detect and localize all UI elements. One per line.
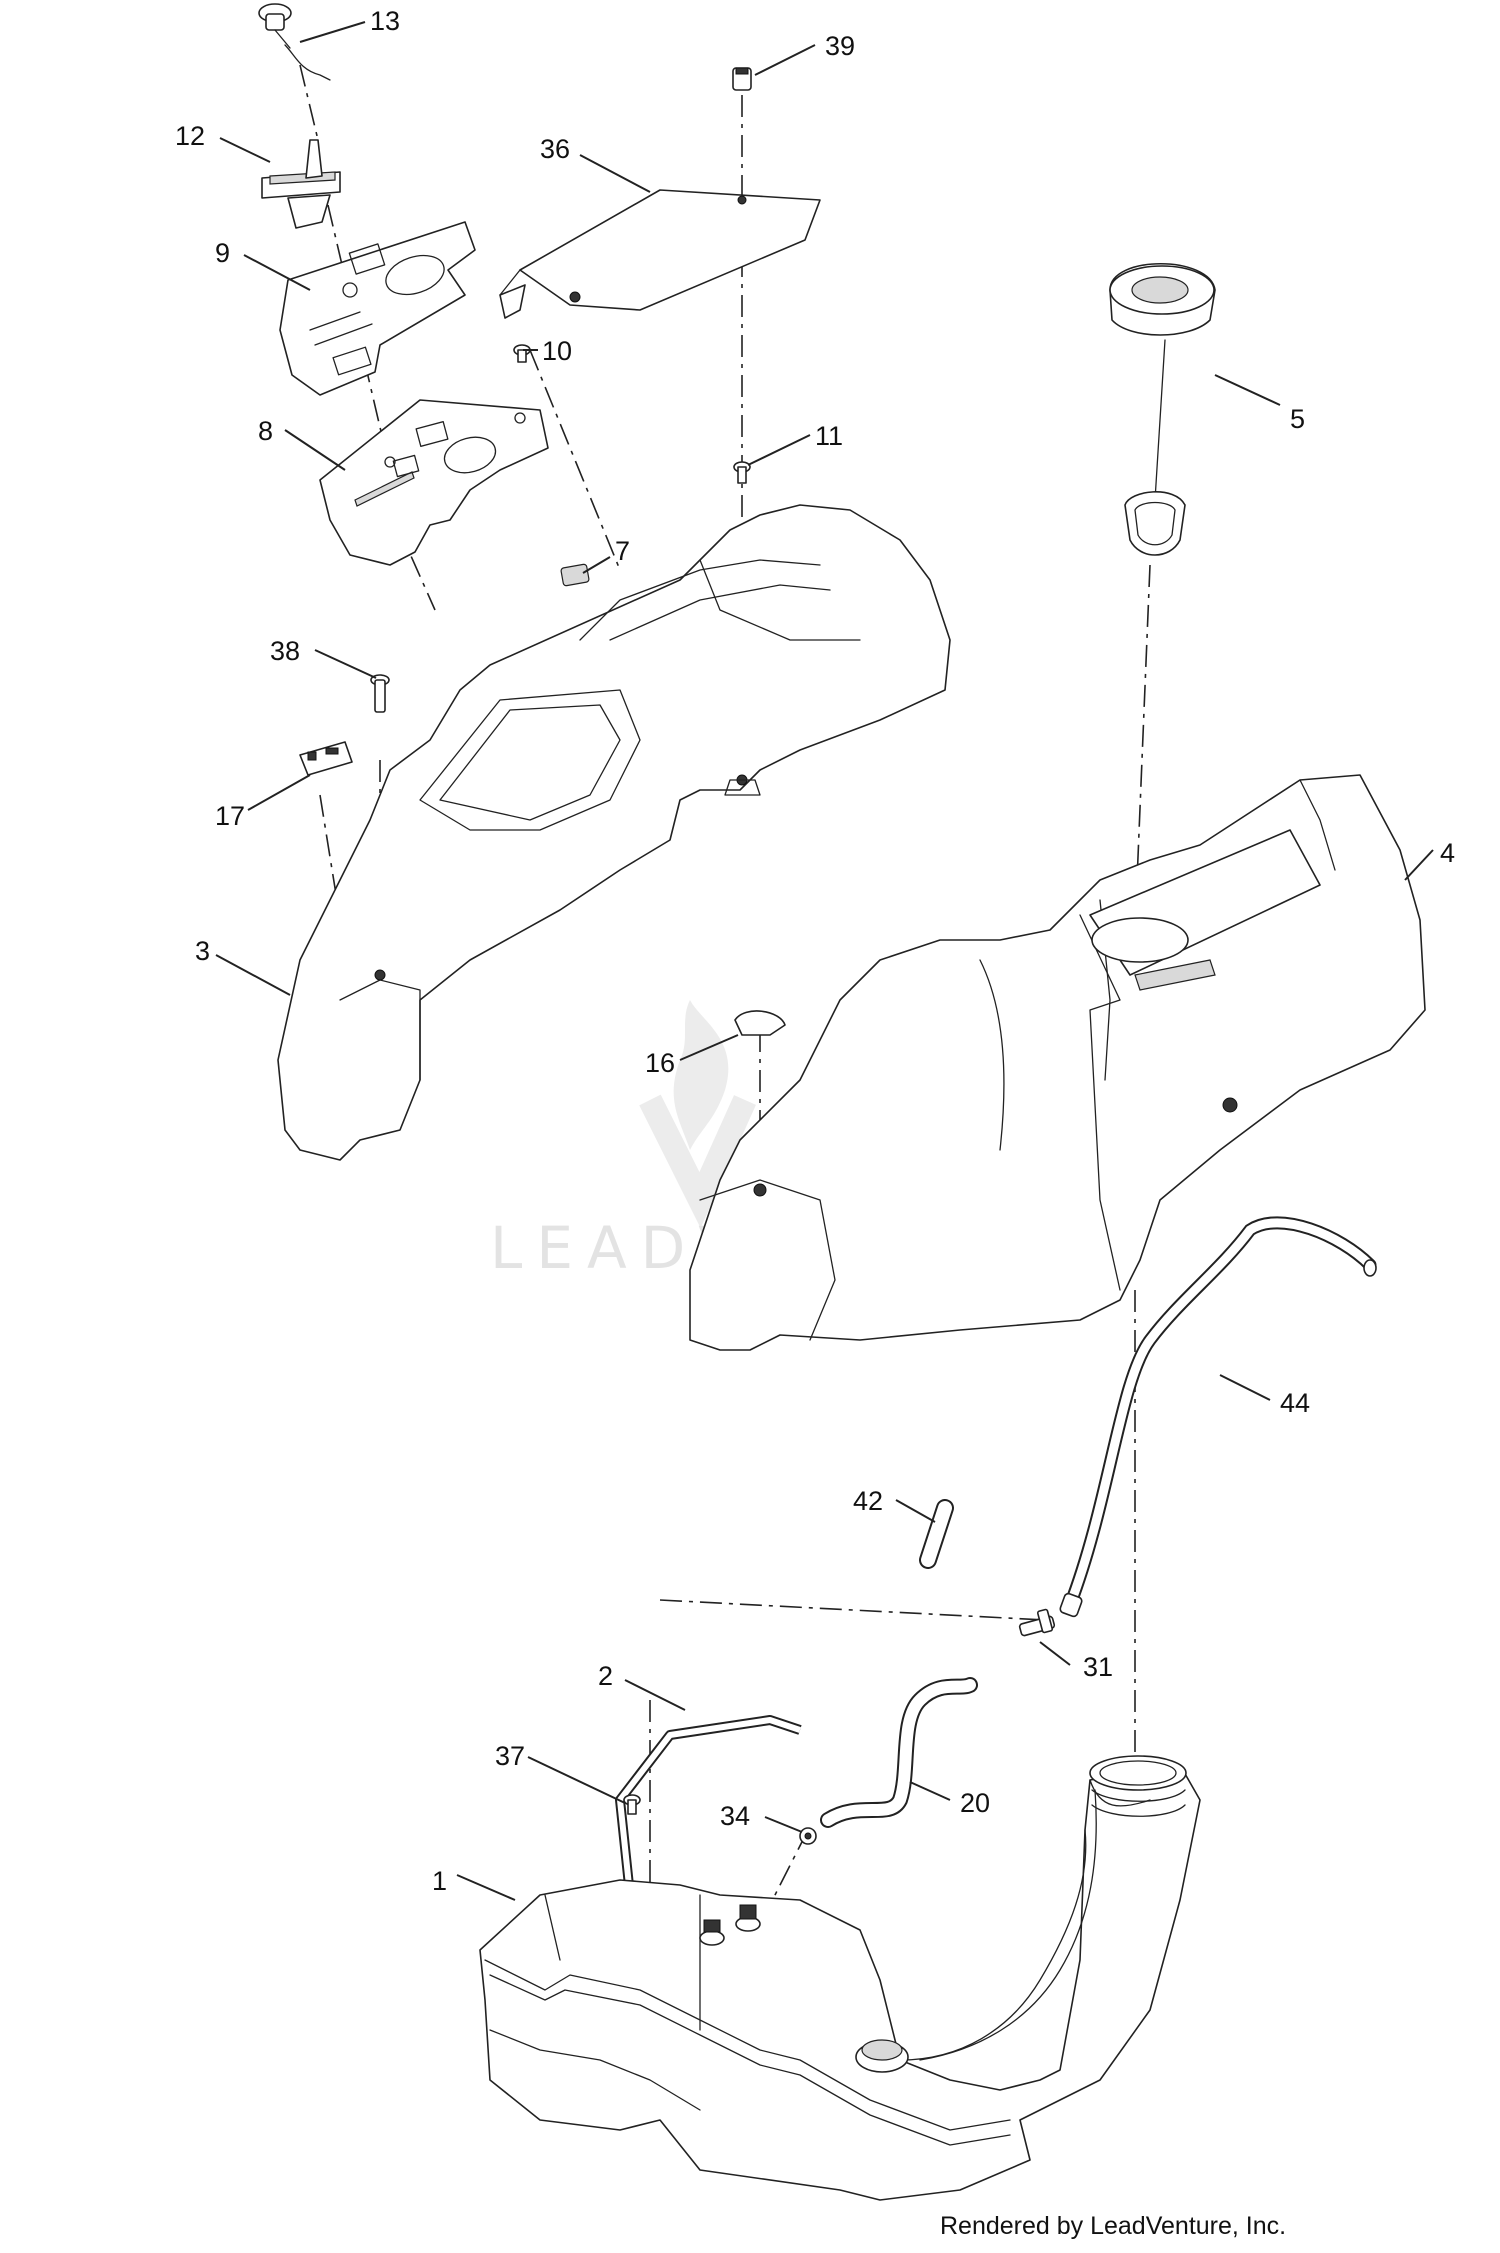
callout-12: 12 [175, 121, 205, 151]
part-38-screw [370, 674, 390, 713]
callout-7: 7 [615, 536, 630, 566]
callout-38: 38 [270, 636, 300, 666]
part-2-bracket [611, 1715, 802, 1906]
callout-2: 2 [598, 1661, 613, 1691]
callout-39: 39 [825, 31, 855, 61]
part-12-bracket [261, 139, 341, 229]
part-34-clamp [799, 1827, 817, 1845]
part-16-cap [734, 1010, 786, 1036]
callout-44: 44 [1280, 1388, 1310, 1418]
render-credit: Rendered by LeadVenture, Inc. [940, 2212, 1287, 2240]
callout-37: 37 [495, 1741, 525, 1771]
part-39-fastener [732, 67, 752, 91]
callouts: 13 12 9 36 39 10 8 11 5 7 38 17 3 4 16 4… [175, 6, 1455, 1896]
callout-10: 10 [542, 336, 572, 366]
callout-9: 9 [215, 238, 230, 268]
callout-20: 20 [960, 1788, 990, 1818]
part-31-fitting [1018, 1608, 1056, 1637]
part-11-screw [733, 461, 751, 484]
callout-8: 8 [258, 416, 273, 446]
callout-34: 34 [720, 1801, 750, 1831]
part-13-dipstick [258, 3, 331, 81]
callout-17: 17 [215, 801, 245, 831]
callout-4: 4 [1440, 838, 1455, 868]
part-10-screw [513, 344, 531, 363]
part-5-fuel-cap [1109, 262, 1216, 556]
part-9-decal [279, 221, 476, 396]
callout-16: 16 [645, 1048, 675, 1078]
callout-36: 36 [540, 134, 570, 164]
part-1-fuel-tank [479, 1755, 1201, 2201]
callout-1: 1 [432, 1866, 447, 1896]
callout-3: 3 [195, 936, 210, 966]
callout-13: 13 [370, 6, 400, 36]
callout-5: 5 [1290, 404, 1305, 434]
part-37-screw [623, 1794, 641, 1815]
callout-42: 42 [853, 1486, 883, 1516]
callout-11: 11 [815, 421, 843, 451]
part-44-hose [1059, 1216, 1377, 1618]
part-4-fender [689, 774, 1426, 1351]
part-36-cover [499, 189, 821, 319]
part-3-console [277, 504, 951, 1161]
part-7-clip [560, 563, 590, 587]
part-20-hose [820, 1677, 978, 1828]
callout-31: 31 [1083, 1652, 1113, 1682]
leader-lines [215, 21, 1434, 1901]
part-42-tube [919, 1499, 954, 1569]
part-17-decal [299, 741, 353, 776]
part-8-plate [319, 399, 549, 566]
